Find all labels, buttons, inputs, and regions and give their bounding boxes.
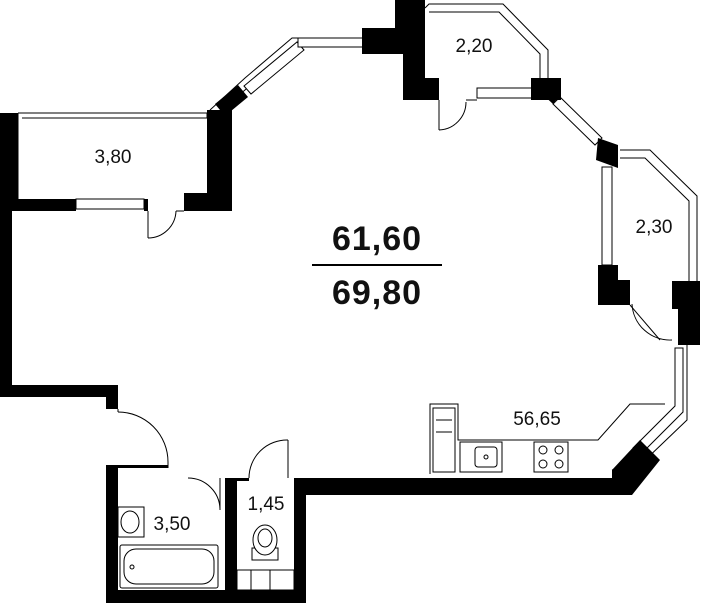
kitchen [429,403,665,474]
window-right-balcony [601,166,613,266]
area-bathroom: 3,50 [154,514,191,535]
area-balcony-top: 2,20 [456,36,493,57]
window-diagonal-lower-right [632,347,684,456]
window-diagonal-right [552,96,603,146]
window-diagonal-top-left [243,41,305,95]
living-area-total: 61,60 [332,220,422,258]
cooktop [533,441,569,473]
doors [117,99,673,511]
bathroom-fixtures [117,506,295,591]
total-area: 69,80 [332,274,422,312]
room-labels: 3,80 2,20 2,30 56,65 3,50 1,45 61,60 69,… [95,36,673,535]
area-balcony-right: 2,30 [636,217,673,238]
window-top-left [297,37,365,48]
area-balcony-left: 3,80 [95,147,132,168]
area-toilet: 1,45 [248,494,285,515]
window-left-balcony [75,198,145,210]
window-top-balcony [476,87,536,99]
toilet [251,524,279,561]
area-living: 56,65 [513,409,561,430]
fridge [432,407,456,473]
